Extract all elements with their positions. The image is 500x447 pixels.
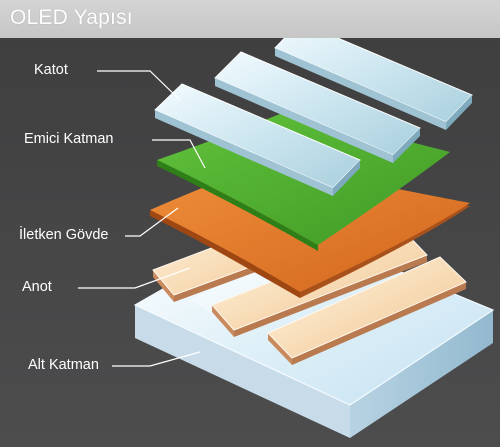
diagram-title: OLED Yapısı	[10, 6, 133, 29]
anot-leader-line	[78, 267, 191, 289]
cathode-layer	[154, 21, 473, 196]
cathode-strip	[154, 83, 361, 196]
cathode-strip	[214, 51, 421, 163]
leader-lines	[78, 70, 206, 367]
alt-katman-label: Alt Katman	[28, 357, 99, 373]
iletken-govde-label: İletken Gövde	[19, 227, 109, 243]
iletken-leader-line	[125, 207, 179, 237]
emici-leader-line	[152, 139, 206, 169]
emici-katman-label: Emici Katman	[24, 131, 114, 147]
katot-label: Katot	[34, 62, 68, 78]
anot-label: Anot	[22, 279, 52, 295]
title-bar: OLED Yapısı	[0, 0, 500, 38]
alt-leader-line	[112, 351, 201, 367]
katot-leader-line	[97, 70, 181, 101]
anode-strip	[267, 256, 467, 365]
